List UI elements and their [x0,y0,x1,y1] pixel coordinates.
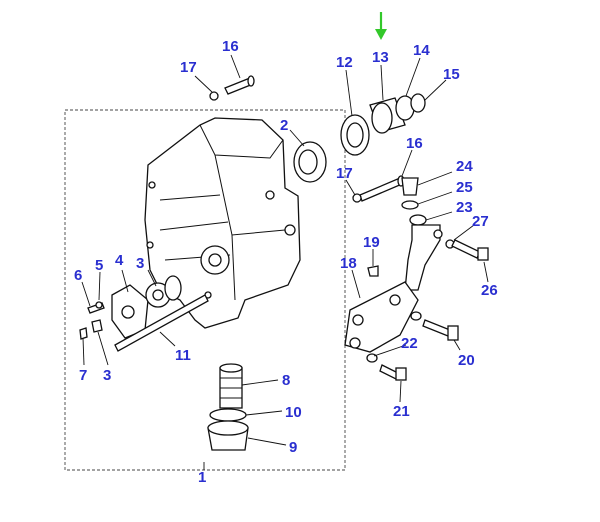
bolt-27-part [433,229,489,261]
callout-12: 12 [336,54,353,71]
callout-26: 26 [481,282,498,299]
callout-3: 3 [136,255,144,272]
small-bolts [79,301,105,340]
callout-23: 23 [456,199,473,216]
callout-18: 18 [340,255,357,272]
callout-19: 19 [363,234,380,251]
callout-2: 2 [280,117,288,134]
pump-part [111,275,182,339]
seal-part [293,141,327,183]
bearing-set [340,93,426,156]
callout-8: 8 [282,372,290,389]
callout-5: 5 [95,257,103,274]
callout-22: 22 [401,335,418,352]
bolt-part [209,75,255,101]
callout-6: 6 [74,267,82,284]
callout-17-right: 17 [336,165,353,182]
shaft-part [114,294,209,352]
callout-25: 25 [456,179,473,196]
callout-7: 7 [79,367,87,384]
valve-part [401,177,427,226]
lever-part [344,224,441,353]
transmission-case [144,117,301,329]
callout-27: 27 [472,213,489,230]
callout-3b: 3 [103,367,111,384]
callout-11: 11 [175,347,191,364]
callout-15: 15 [443,66,460,83]
callout-1: 1 [198,469,206,486]
callout-21: 21 [393,403,410,420]
filter-part [219,363,243,409]
callout-24: 24 [456,158,473,175]
green-arrow-icon [375,12,387,40]
callout-16-top: 16 [222,38,239,55]
leader-lines [81,54,489,470]
callout-14: 14 [413,42,430,59]
callout-20: 20 [458,352,475,369]
callout-17-top: 17 [180,59,197,76]
callout-4: 4 [115,252,124,269]
cap-part [207,408,249,451]
bolt-20-part [366,311,459,381]
callout-13: 13 [372,49,389,66]
callout-9: 9 [289,439,297,456]
bolt-right-part [352,175,405,203]
callout-numbers: 1 2 3 4 5 6 7 3 8 9 10 11 12 13 14 15 16… [74,38,498,486]
housing-boundary [64,109,346,471]
callout-16-right: 16 [406,135,423,152]
callout-10: 10 [285,404,302,421]
